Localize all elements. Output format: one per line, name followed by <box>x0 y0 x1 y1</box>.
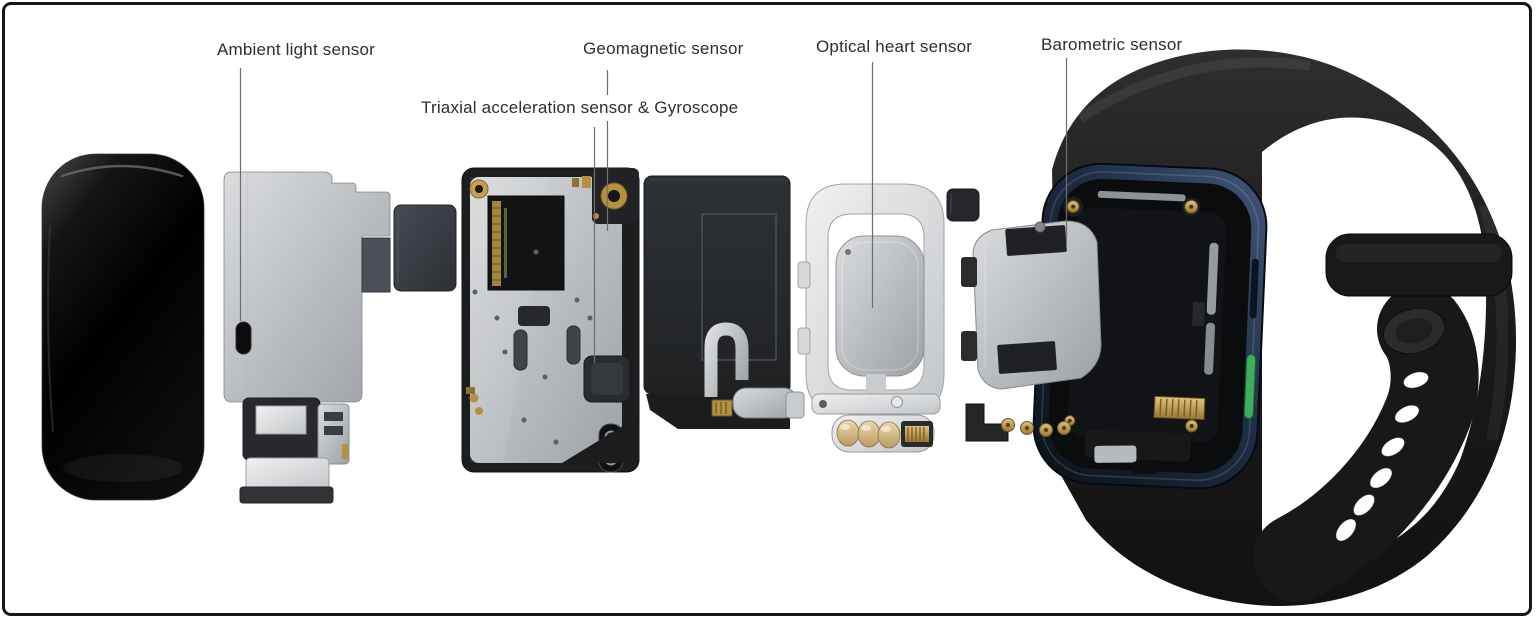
callout-leader-lines <box>239 58 1068 363</box>
board-opening <box>487 195 565 291</box>
glass-left-highlight <box>47 224 54 433</box>
bracket-lug-lower <box>797 327 811 355</box>
display-flex-assembly <box>239 397 350 504</box>
back-cover-tab-upper <box>961 257 977 287</box>
bar-screw-left <box>819 400 827 408</box>
case-top-bracket <box>1097 190 1186 202</box>
heart-sensor-plate <box>835 235 925 377</box>
board-screw-ring-topleft <box>469 179 489 199</box>
mainboard-module <box>461 167 640 473</box>
sensor-chip-block <box>946 188 980 222</box>
optical-heart-sensor-label: Optical heart sensor <box>816 37 973 56</box>
strap-top-highlight <box>1077 57 1311 123</box>
case-inner-chassis <box>1067 207 1227 443</box>
case-antenna-slot <box>1249 258 1259 319</box>
board-rivets <box>472 249 593 445</box>
screw-set <box>1001 418 1071 437</box>
optical-heart-sensor-module <box>797 183 945 453</box>
back-cover-tab-lower <box>961 331 977 361</box>
ambient-light-window <box>235 321 252 355</box>
board-gold-contacts <box>466 387 483 415</box>
back-cover-hole <box>1034 221 1046 233</box>
back-cover-pad-top <box>1005 225 1067 256</box>
spacer-block <box>393 204 457 292</box>
heart-sensor-link <box>866 374 886 396</box>
bracket-lug-upper <box>797 261 811 289</box>
battery-flex-arch <box>704 322 749 397</box>
contact-pins <box>836 419 901 449</box>
heart-flex-connector <box>901 421 933 447</box>
side-button-green <box>1243 354 1257 419</box>
case-screws <box>1063 196 1201 433</box>
strap-pin-slot <box>1382 307 1446 355</box>
heart-sensor-plate-hole <box>845 249 851 255</box>
display-side-connector <box>361 237 391 293</box>
barometric-sensor-label: Barometric sensor <box>1041 35 1183 54</box>
board-slot-left <box>513 329 528 371</box>
board-tab <box>518 306 550 326</box>
bar-hole-right <box>891 396 903 408</box>
heart-sensor-plate-inner <box>841 241 919 371</box>
strap-keeper <box>1325 233 1513 297</box>
strap-tongue <box>1253 285 1479 602</box>
geomagnetic-sensor-label: Geomagnetic sensor <box>583 39 744 58</box>
board-corner-shadow <box>562 416 639 463</box>
board-slot-right <box>566 325 581 365</box>
battery-module <box>643 175 805 429</box>
battery-connector <box>711 399 733 417</box>
heart-sensor-bar <box>811 393 941 415</box>
display-module-body <box>223 171 391 403</box>
battery-side-tab <box>785 391 805 419</box>
accelerometer-chip <box>583 355 631 403</box>
glass-bottom-sheen <box>63 454 183 482</box>
display-module <box>223 171 391 504</box>
watch-glass <box>41 153 205 501</box>
ambient-light-sensor-label: Ambient light sensor <box>217 40 376 59</box>
back-cover-sensor-module <box>961 220 1102 390</box>
case-bottom-module <box>1084 429 1192 475</box>
strap-holes <box>1335 371 1430 542</box>
case-side-rails <box>1192 242 1219 375</box>
case-flex-connector <box>1153 395 1206 421</box>
glass-top-highlight <box>60 164 184 178</box>
triaxial-gyro-sensor-label: Triaxial acceleration sensor & Gyroscope <box>421 98 739 117</box>
back-cover-pad-bottom <box>997 341 1057 374</box>
